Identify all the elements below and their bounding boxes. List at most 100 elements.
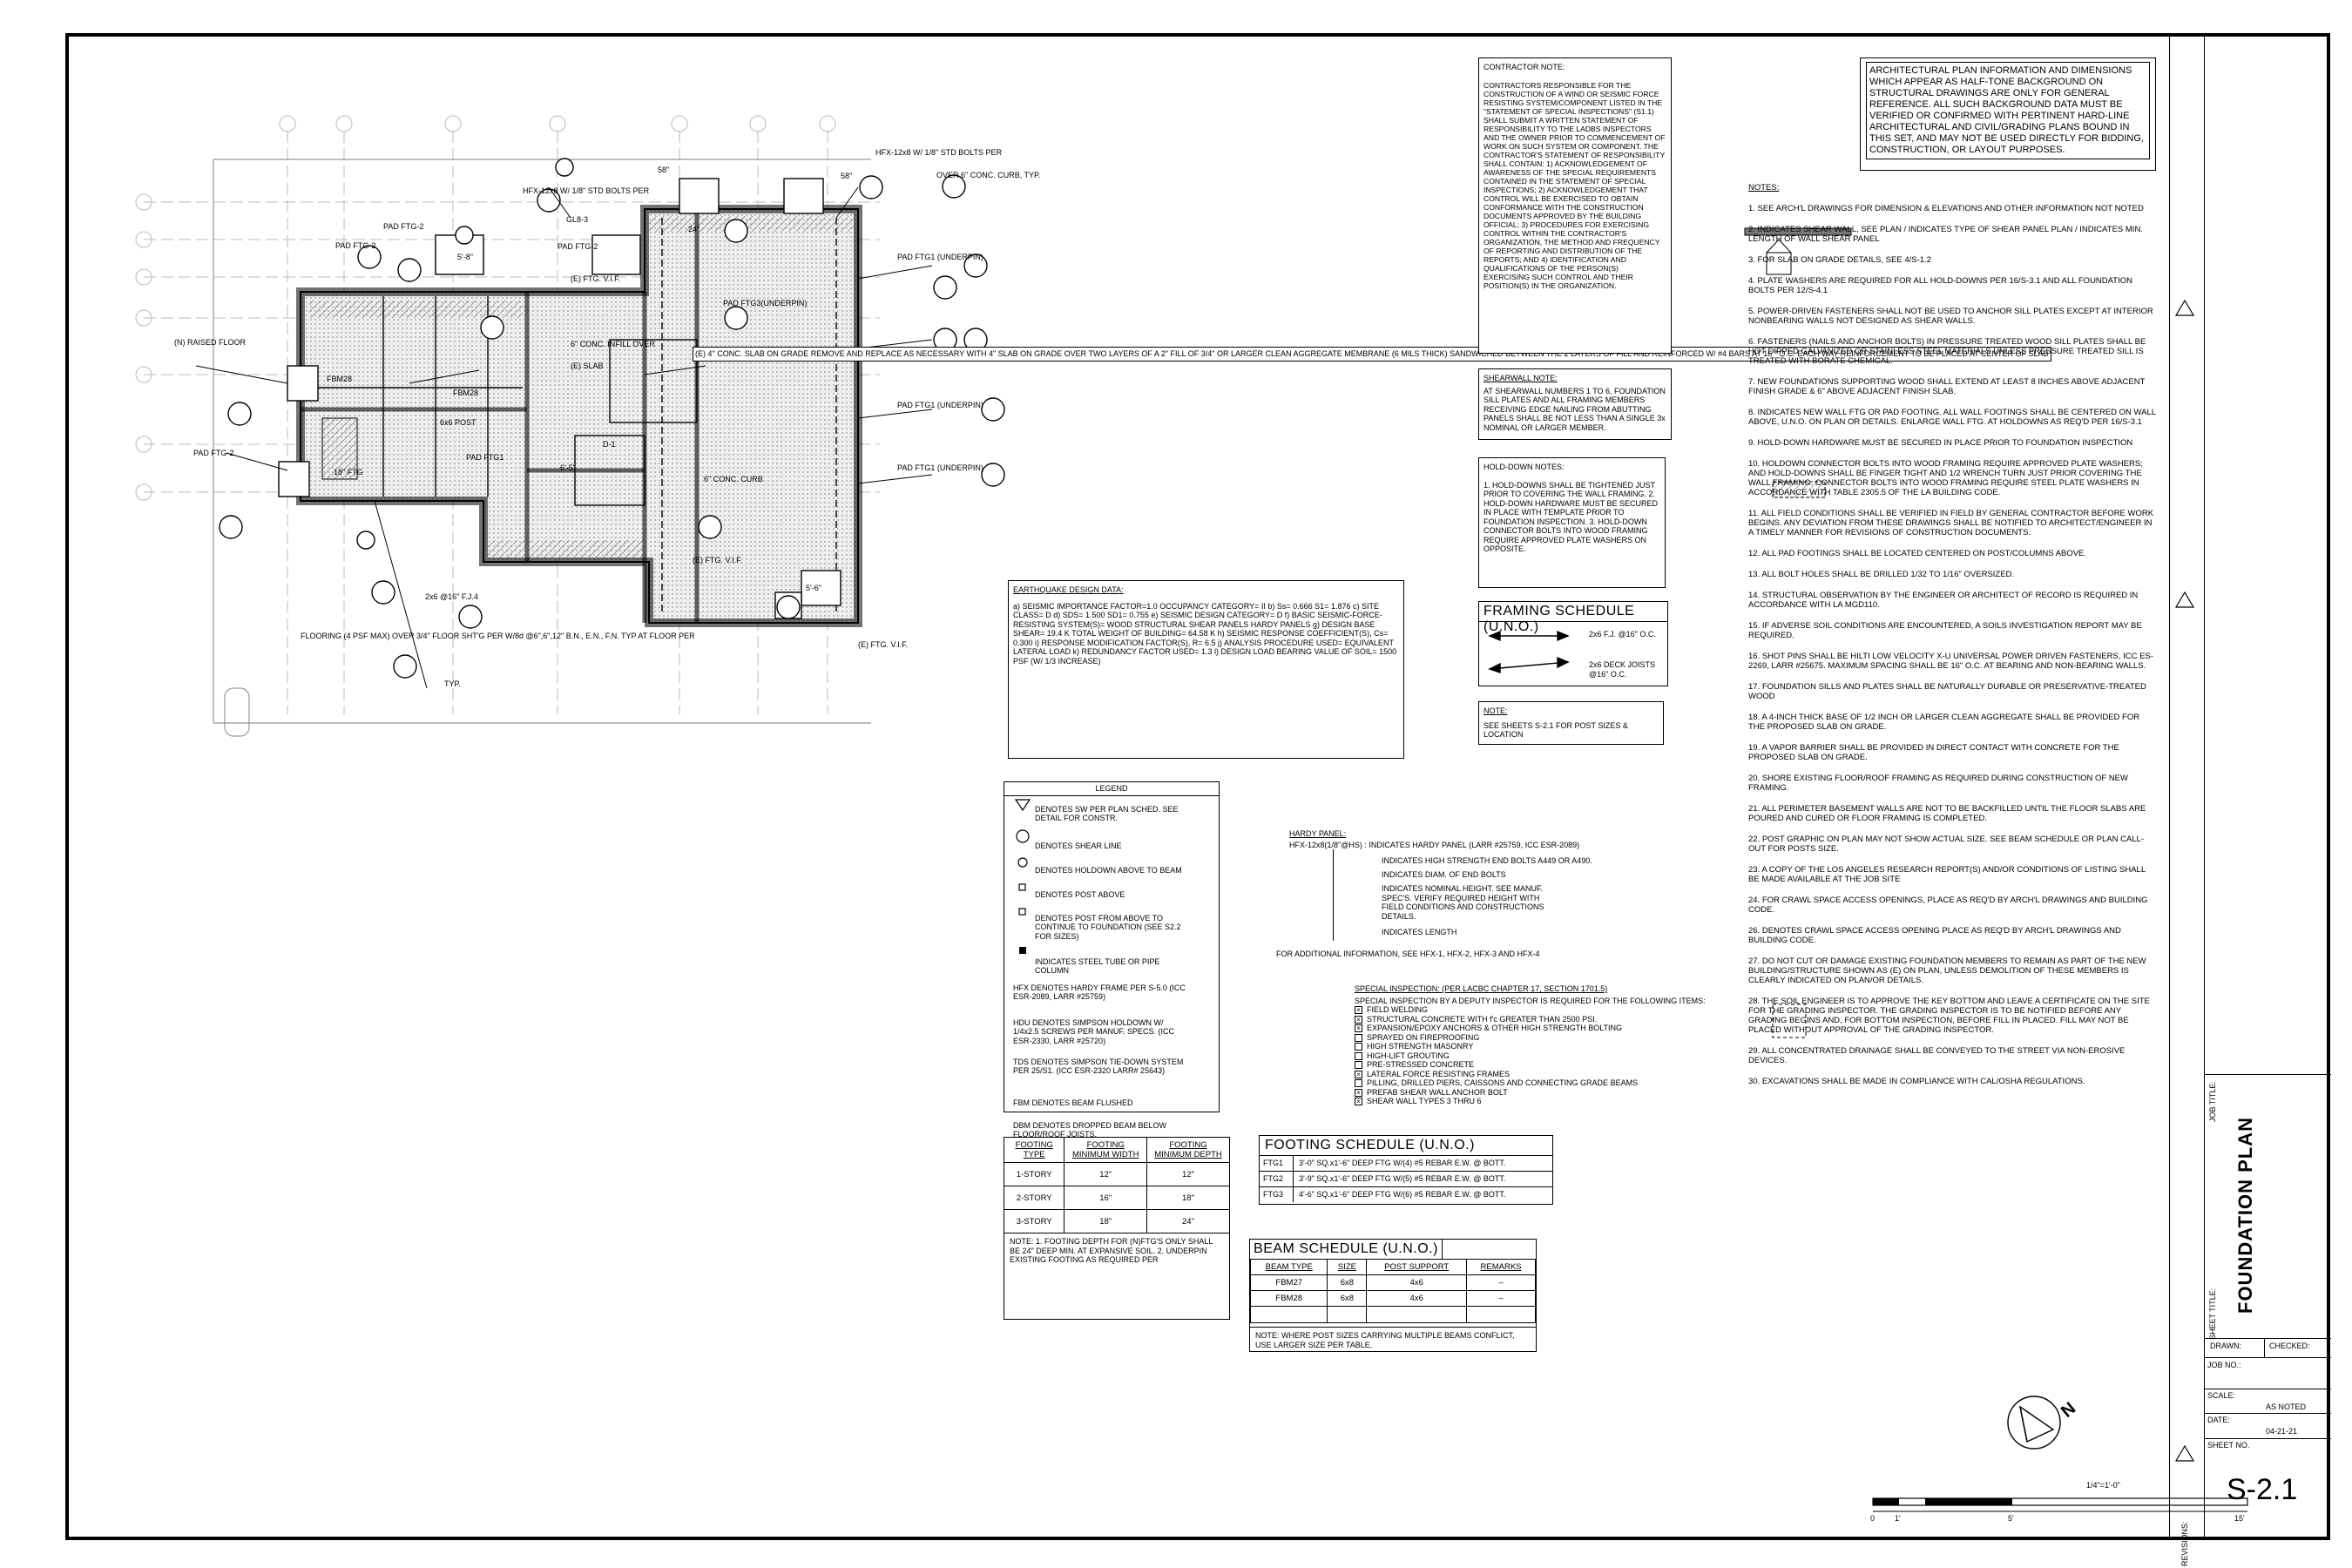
table-cell: FBM28 — [1249, 1290, 1328, 1307]
checked-box-icon: × — [1355, 1015, 1362, 1024]
footing-id: FTG3 — [1260, 1187, 1294, 1202]
typ-label: TYP. — [444, 679, 461, 688]
sheet-number: S-2.1 — [2227, 1473, 2298, 1506]
d1-label: D-1 — [603, 440, 616, 449]
framing-schedule-row-2: 2x6 DECK JOISTS @16" O.C. — [1589, 660, 1656, 679]
table-row: 1-STORY 12" 12" — [1003, 1162, 1231, 1186]
special-inspection-item: PRE-STRESSED CONCRETE — [1355, 1060, 1720, 1070]
unchecked-box-icon — [1355, 1061, 1362, 1070]
general-notes: NOTES: 1. SEE ARCH'L DRAWINGS FOR DIMENS… — [1748, 183, 2158, 1098]
shearwall-note-body: AT SHEARWALL NUMBERS 1 TO 6, FOUNDATION … — [1484, 386, 1666, 432]
fj-label: 2x6 @16" F.J.4 — [425, 592, 478, 601]
post-sizes-note-box: NOTE: SEE SHEETS S-2.1 FOR POST SIZES & … — [1478, 701, 1664, 745]
table-cell: 18" — [1064, 1209, 1147, 1233]
sheet-title: FOUNDATION PLAN — [2234, 1116, 2256, 1314]
legend-box: LEGEND DENOTES SW PER PLAN SCHED. SEE DE… — [1004, 781, 1220, 1139]
beam-schedule-title: BEAM SCHEDULE (U.N.O.) — [1250, 1240, 1443, 1260]
special-inspection-item-label: PILLING, DRILLED PIERS, CAISSONS AND CON… — [1367, 1078, 1639, 1087]
pad-ftg2-label-d: PAD FTG-2 — [193, 449, 234, 457]
pad-ftg2-label-c: PAD FTG-2 — [558, 242, 598, 251]
footing-depth-header: FOOTING MINIMUM DEPTH — [1146, 1137, 1231, 1163]
earthquake-design-data-title: EARTHQUAKE DESIGN DATA: — [1013, 585, 1124, 594]
dim-5-8: 5'-8" — [457, 253, 473, 261]
hardy-panel-line-2: INDICATES HIGH STRENGTH END BOLTS A449 O… — [1382, 856, 1592, 865]
ftg18-label: 18" FTG — [334, 468, 363, 476]
framing-schedule-row-1: 2x6 F.J. @16" O.C. — [1589, 630, 1656, 639]
hardy-panel-title: HARDY PANEL: — [1289, 829, 1347, 838]
beam-type-header: BEAM TYPE — [1249, 1259, 1328, 1275]
unchecked-box-icon — [1355, 1079, 1362, 1088]
legend-title: LEGEND — [1004, 782, 1219, 796]
note-item: 14. STRUCTURAL OBSERVATION BY THE ENGINE… — [1748, 591, 2139, 610]
footing-width-header: FOOTING MINIMUM WIDTH — [1064, 1137, 1147, 1163]
dim-58-a: 58" — [658, 166, 670, 174]
contractor-note-box: CONTRACTOR NOTE: CONTRACTORS RESPONSIBLE… — [1478, 57, 1672, 354]
post-sizes-note-title: NOTE: — [1484, 706, 1508, 715]
footing-schedule-title: FOOTING SCHEDULE (U.N.O.) — [1260, 1136, 1552, 1156]
footing-description: 3'-9" SQ.x1'-6" DEEP FTG W/(5) #5 REBAR … — [1299, 1174, 1506, 1184]
beam-size-header: SIZE — [1327, 1259, 1368, 1275]
special-inspection-item: ×STRUCTURAL CONCRETE WITH f'c GREATER TH… — [1355, 1015, 1720, 1024]
note-item: 4. PLATE WASHERS ARE REQUIRED FOR ALL HO… — [1748, 276, 2132, 295]
table-cell: 24" — [1146, 1209, 1231, 1233]
revisions-column: REVISIONS: — [2169, 33, 2205, 1566]
pad-ftg2-label-a: PAD FTG-2 — [335, 241, 376, 250]
beam-schedule-table: BEAM TYPE SIZE POST SUPPORT REMARKS FBM2… — [1249, 1259, 1536, 1323]
earthquake-design-data-body: a) SEISMIC IMPORTANCE FACTOR=1.0 OCCUPAN… — [1013, 601, 1397, 666]
special-inspection-item: ×PREFAB SHEAR WALL ANCHOR BOLT — [1355, 1088, 1720, 1098]
note-item: 20. SHORE EXISTING FLOOR/ROOF FRAMING AS… — [1748, 774, 2128, 793]
table-cell — [1249, 1306, 1328, 1323]
general-notes-list: 1. SEE ARCH'L DRAWINGS FOR DIMENSION & E… — [1748, 204, 2158, 1086]
table-cell — [1327, 1306, 1368, 1323]
raised-floor-label: (N) RAISED FLOOR — [174, 338, 247, 347]
e-conc-label: 6" CONC. INFILL OVER — [571, 340, 655, 348]
hardy-panel-line-4: INDICATES NOMINAL HEIGHT. SEE MANUF. SPE… — [1382, 884, 1544, 921]
shearwall-note-title: SHEARWALL NOTE: — [1484, 374, 1558, 382]
note-item: 5. POWER-DRIVEN FASTENERS SHALL NOT BE U… — [1748, 307, 2153, 326]
over-curb-label: OVER 6" CONC. CURB, TYP. — [936, 171, 1041, 179]
earthquake-design-data-box: EARTHQUAKE DESIGN DATA: a) SEISMIC IMPOR… — [1008, 580, 1404, 759]
e-ftg-vif-label-3: (E) FTG. V.I.F. — [858, 640, 909, 649]
legend-item: HDU DENOTES SIMPSON HOLDOWN W/ 1/4x2.5 S… — [1013, 1017, 1175, 1045]
drawn-label: DRAWN: — [2210, 1342, 2242, 1350]
table-row: 2-STORY 16" 18" — [1003, 1186, 1231, 1210]
note-item: 29. ALL CONCENTRATED DRAINAGE SHALL BE C… — [1748, 1046, 2126, 1065]
unchecked-box-icon — [1355, 1033, 1362, 1042]
footing-id: FTG1 — [1260, 1156, 1294, 1171]
pad-ftg2-label-b: PAD FTG-2 — [383, 222, 424, 231]
special-inspection-item-label: SPRAYED ON FIREPROOFING — [1367, 1032, 1480, 1042]
sheet-title-label: SHEET TITLE: — [2208, 1288, 2217, 1340]
note-item: 12. ALL PAD FOOTINGS SHALL BE LOCATED CE… — [1748, 549, 2087, 558]
pad-ftg1-label-c: PAD FTG1 (UNDERPIN) — [897, 463, 983, 472]
special-inspection-item: SPRAYED ON FIREPROOFING — [1355, 1033, 1720, 1043]
table-cell: 1-STORY — [1003, 1162, 1065, 1186]
note-item: 8. INDICATES NEW WALL FTG OR PAD FOOTING… — [1748, 408, 2156, 427]
checked-label: CHECKED: — [2269, 1342, 2310, 1350]
job-title-label: JOB TITLE: — [2208, 1081, 2217, 1122]
table-cell: – — [1466, 1274, 1536, 1291]
table-cell: 6x8 — [1327, 1274, 1368, 1291]
note-item: 27. DO NOT CUT OR DAMAGE EXISTING FOUNDA… — [1748, 956, 2146, 985]
table-cell: 4x6 — [1366, 1274, 1468, 1291]
special-inspection-item-label: HIGH STRENGTH MASONRY — [1367, 1042, 1474, 1051]
scale-value: AS NOTED — [2266, 1402, 2307, 1411]
legend-item: DENOTES SW PER PLAN SCHED. SEE DETAIL FO… — [1035, 804, 1179, 823]
fbm28-label-a: FBM28 — [327, 375, 353, 383]
revisions-label: REVISIONS: — [2180, 1521, 2189, 1566]
note-item: 23. A COPY OF THE LOS ANGELES RESEARCH R… — [1748, 865, 2146, 884]
table-cell: – — [1466, 1290, 1536, 1307]
hardy-panel-line-5: INDICATES LENGTH — [1382, 928, 1457, 936]
pad-ftg1-label-b: PAD FTG1 (UNDERPIN) — [897, 401, 983, 409]
note-item: 3. FOR SLAB ON GRADE DETAILS, SEE 4/S-1.… — [1748, 255, 1931, 265]
hardy-panel-code: HFX-12x8(1/8"@HS) — [1289, 840, 1362, 849]
footing-type-note: NOTE: 1. FOOTING DEPTH FOR (N)FTG'S ONLY… — [1004, 1233, 1230, 1320]
e-slab-label: (E) SLAB — [571, 362, 604, 370]
note-item: 19. A VAPOR BARRIER SHALL BE PROVIDED IN… — [1748, 743, 2119, 762]
dim-24: 24" — [688, 225, 700, 233]
checked-box-icon: × — [1355, 1006, 1362, 1015]
general-notes-title: NOTES: — [1748, 183, 1780, 193]
